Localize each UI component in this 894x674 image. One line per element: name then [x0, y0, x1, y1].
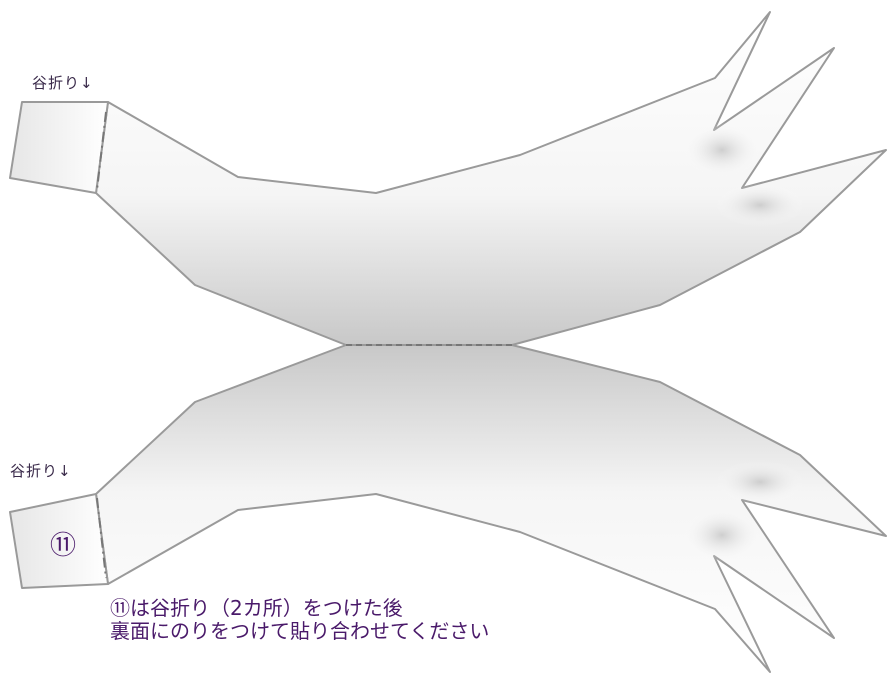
lower-fold-line	[96, 497, 107, 579]
lower-arm-piece	[9, 344, 887, 673]
upper-finger-shadow-2	[715, 183, 805, 227]
lower-finger-shadow-2	[715, 460, 805, 504]
lower-finger-shadow-1	[682, 507, 762, 563]
instructions-text: ⑪は谷折り（2カ所）をつけた後 裏面にのりをつけて貼り合わせてください	[110, 597, 489, 643]
fold-label-bottom: 谷折り↓	[10, 462, 72, 480]
instructions-line-1: ⑪は谷折り（2カ所）をつけた後	[110, 596, 403, 620]
step-number-11: ⑪	[50, 531, 77, 561]
upper-fold-tab	[9, 101, 109, 194]
instructions-line-2: 裏面にのりをつけて貼り合わせてください	[110, 619, 490, 643]
lower-fold-tab	[9, 493, 109, 589]
fold-label-top: 谷折り↓	[32, 74, 94, 92]
upper-arm-piece	[9, 11, 887, 346]
upper-fold-line	[96, 111, 107, 191]
upper-finger-shadow-1	[682, 122, 762, 178]
upper-arm-body	[95, 11, 887, 346]
